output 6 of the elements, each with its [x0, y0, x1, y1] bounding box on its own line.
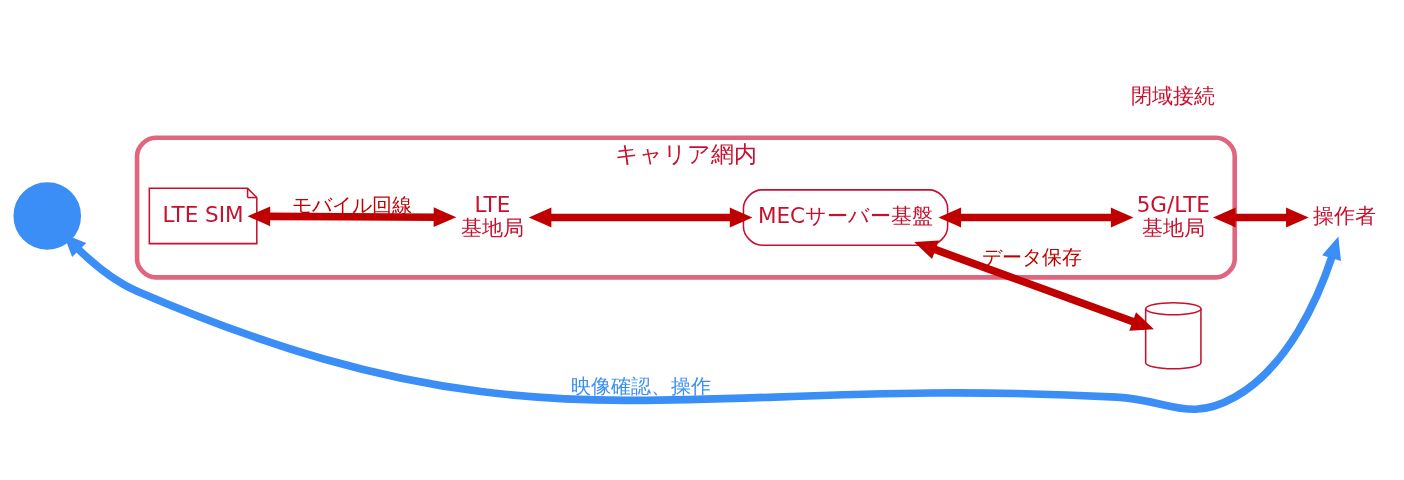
node-text: LTE 基地局: [460, 191, 524, 240]
label: 閉域接続: [1131, 83, 1216, 109]
edge-label: 映像確認、操作: [570, 374, 711, 399]
edge-label: データ保存: [982, 245, 1083, 270]
node-text: 操作者: [1312, 203, 1376, 229]
node-text: 5G/LTE 基地局: [1136, 191, 1210, 240]
